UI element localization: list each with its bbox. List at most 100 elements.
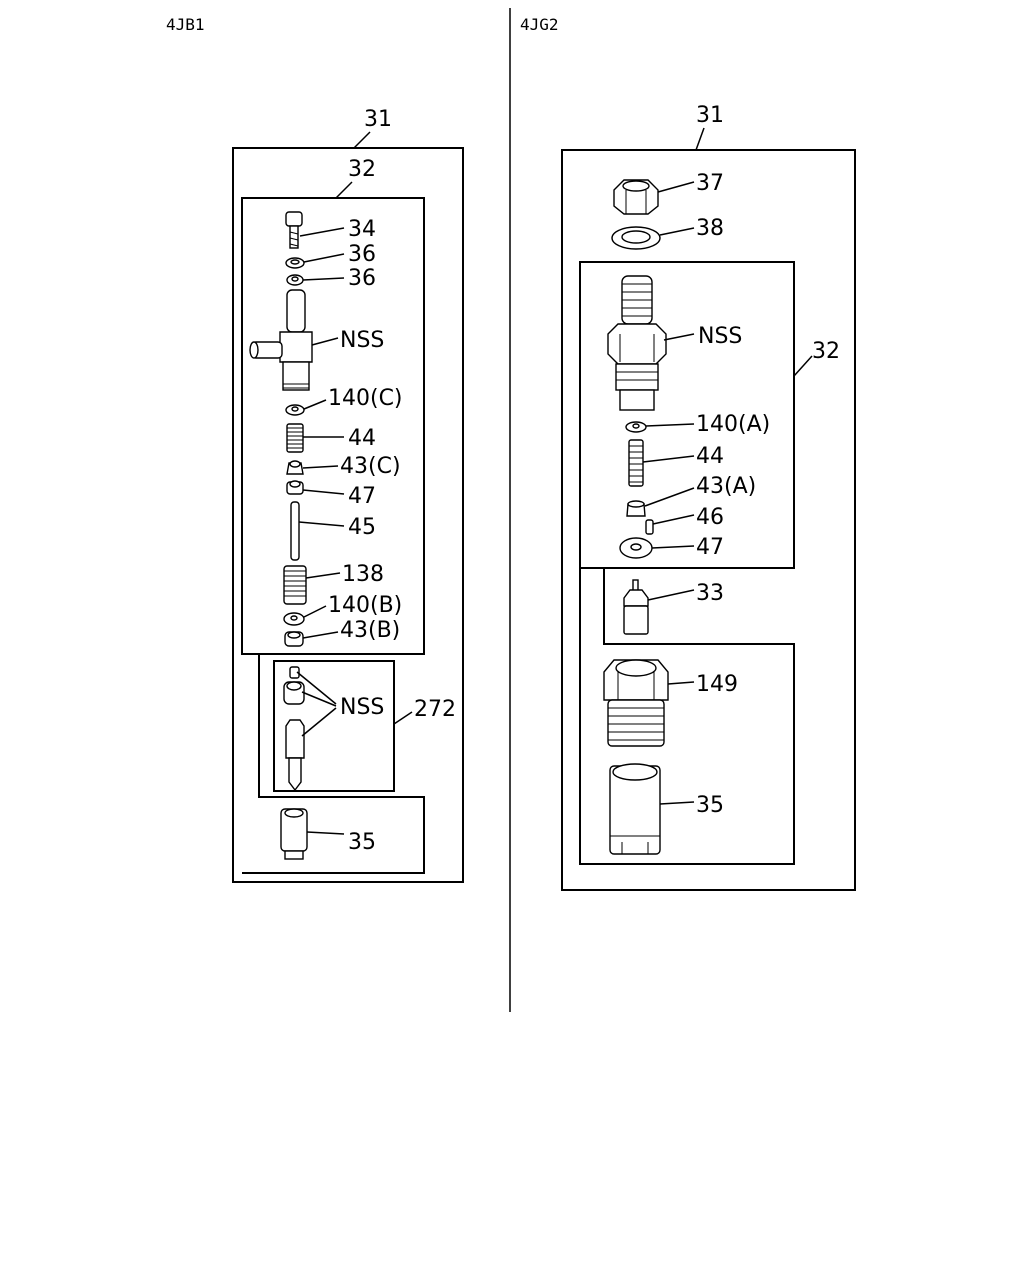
callout-36b: 36: [348, 266, 376, 291]
part-spring-138: [283, 565, 307, 605]
part-sleeve-149: [603, 659, 669, 747]
callout-34: 34: [348, 217, 376, 242]
part-retaining-nut-35-right: [609, 763, 661, 855]
leader-35-left: [306, 831, 345, 835]
leader-45: [298, 521, 345, 527]
leader-35-right: [659, 801, 695, 805]
callout-149: 149: [696, 672, 738, 697]
callout-45: 45: [348, 515, 376, 540]
leader-149: [667, 681, 695, 685]
leader-32-right: [793, 355, 813, 377]
right-outer-box: [561, 149, 856, 891]
part-spring-44-right: [628, 439, 644, 487]
part-bolt-34: [285, 211, 303, 249]
leader-38: [659, 227, 695, 236]
leader-34: [299, 227, 345, 237]
right-assembly: 31 37 38: [561, 103, 856, 891]
leader-43c: [302, 465, 339, 469]
callout-140b: 140(B): [328, 593, 402, 618]
callout-43a: 43(A): [696, 474, 756, 499]
left-outer-box: [232, 147, 464, 883]
leader-138: [305, 572, 341, 579]
part-retaining-nut-35-left: [280, 808, 308, 860]
leader-nss-kit-b: [301, 691, 337, 707]
leader-43b: [302, 631, 339, 639]
part-nozzle-33: [623, 579, 649, 635]
model-label-left: 4JB1: [166, 15, 205, 34]
callout-nss-left-body: NSS: [340, 328, 384, 353]
part-washer-47-right: [619, 537, 653, 559]
callout-272: 272: [414, 697, 456, 722]
part-seat-43b: [284, 631, 304, 647]
part-nozzle-body-left: [285, 719, 305, 792]
left-lower-frame: [242, 655, 425, 874]
part-nozzle-seat-left: [283, 681, 305, 705]
callout-nss-right: NSS: [698, 324, 742, 349]
left-nozzle-kit-box: [273, 660, 395, 792]
right-holder-box: [579, 261, 795, 569]
leader-nss-left-body: [311, 337, 339, 346]
part-shim-140b: [283, 612, 305, 626]
callout-nss-kit: NSS: [340, 695, 384, 720]
callout-37: 37: [696, 171, 724, 196]
leader-nss-kit-a: [296, 671, 337, 705]
right-lower-frame: [579, 568, 795, 865]
leader-37: [657, 181, 695, 193]
leader-nss-right: [663, 333, 695, 341]
leader-43a: [644, 487, 695, 507]
part-washer-36a: [285, 257, 305, 269]
callout-140c: 140(C): [328, 386, 403, 411]
leader-36a: [303, 253, 345, 263]
part-injector-body-left: [249, 289, 313, 391]
leader-32-left: [335, 181, 353, 199]
leader-31-left: [353, 131, 371, 149]
leader-47-left: [302, 489, 345, 495]
part-nut-37: [613, 179, 659, 215]
callout-43c: 43(C): [340, 454, 401, 479]
leader-nss-kit-c: [301, 707, 337, 737]
callout-138: 138: [342, 562, 384, 587]
part-washer-47-left: [286, 480, 304, 495]
leader-44-right: [642, 455, 695, 463]
callout-35-right: 35: [696, 793, 724, 818]
left-holder-box: [241, 197, 425, 655]
callout-44-left: 44: [348, 426, 376, 451]
callout-44-right: 44: [696, 444, 724, 469]
callout-33: 33: [696, 581, 724, 606]
leader-272: [393, 711, 413, 725]
part-washer-36b: [286, 274, 304, 286]
leader-47-right: [651, 545, 695, 549]
part-pin-46: [645, 519, 654, 535]
left-assembly: 31 32 34 36 36: [232, 107, 464, 883]
leader-140b: [303, 605, 327, 618]
part-injector-body-right: [607, 275, 667, 411]
part-gasket-38: [611, 226, 661, 250]
leader-46: [652, 514, 695, 525]
callout-31-left: 31: [364, 107, 392, 132]
leader-33: [647, 589, 695, 601]
callout-38: 38: [696, 216, 724, 241]
callout-36a: 36: [348, 242, 376, 267]
callout-46: 46: [696, 505, 724, 530]
part-nozzle-pin-left: [289, 666, 300, 679]
part-seat-43c: [286, 460, 304, 475]
callout-32-left: 32: [348, 157, 376, 182]
part-shim-140a: [625, 421, 647, 433]
part-seat-43a: [626, 500, 646, 517]
callout-31-right: 31: [696, 103, 724, 128]
callout-35-left: 35: [348, 830, 376, 855]
callout-47-right: 47: [696, 535, 724, 560]
leader-36b: [302, 277, 345, 281]
leader-31-right: [695, 127, 705, 151]
part-spring-44-left: [286, 423, 304, 453]
callout-43b: 43(B): [340, 618, 400, 643]
callout-47-left: 47: [348, 484, 376, 509]
model-label-right: 4JG2: [520, 15, 559, 34]
leader-140c: [303, 399, 327, 410]
part-push-rod-45: [290, 501, 300, 561]
callout-140a: 140(A): [696, 412, 770, 437]
callout-32-right: 32: [812, 339, 840, 364]
part-shim-140c: [285, 404, 305, 416]
leader-140a: [645, 423, 695, 427]
